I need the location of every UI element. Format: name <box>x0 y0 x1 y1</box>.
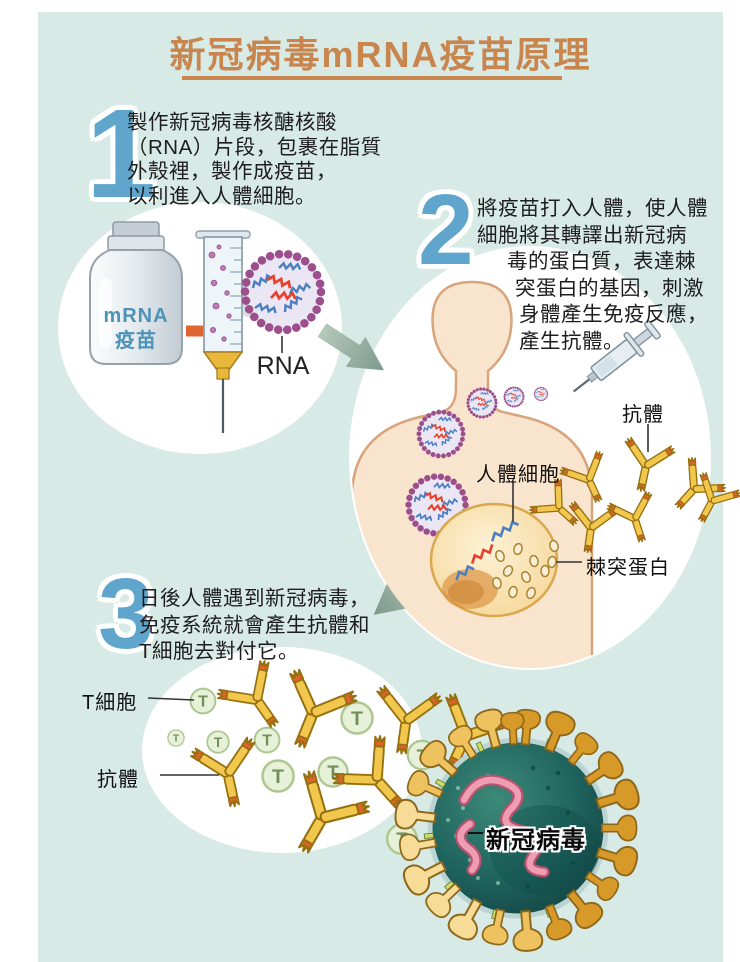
syringe-icon <box>195 230 251 433</box>
leader-lines-step3 <box>147 697 219 776</box>
step3-line: T細胞去對付它。 <box>139 640 300 663</box>
step3-text: 日後人體遇到新冠病毒， 免疫系統就會產生抗體和 T細胞去對付它。 <box>139 586 370 666</box>
step1-line: 以利進入人體細胞。 <box>127 184 316 208</box>
antibody-label-step3: 抗體 <box>97 769 139 791</box>
step1-line: 外殼裡，製作成疫苗， <box>127 160 337 183</box>
step2-line: 產生抗體。 <box>519 329 624 353</box>
spike-protein-particles <box>492 539 559 600</box>
vial-label-mrna: mRNA <box>103 305 169 327</box>
human-cell-label: 人體細胞 <box>476 464 560 486</box>
step3-number: 3 <box>98 558 154 670</box>
t-cell-label: T細胞 <box>82 692 138 714</box>
virus-label: 新冠病毒 <box>486 827 586 854</box>
vaccine-vial <box>89 221 183 365</box>
injection-syringe-icon <box>572 320 661 393</box>
step2-number: 2 <box>418 174 474 286</box>
step1-line: （RNA）片段，包裹在脂質 <box>127 135 382 159</box>
step2-text: 將疫苗打入人體，使人體 細胞將其轉譯出新冠病 毒的蛋白質，表達棘 突蛋白的基因，… <box>477 196 708 355</box>
step2-line: 身體產生免疫反應， <box>519 303 708 326</box>
lipid-nanoparticle <box>419 412 463 456</box>
lipid-nanoparticle <box>245 254 321 330</box>
spike-protein-label: 棘突蛋白 <box>586 557 670 579</box>
antibody-label-step2: 抗體 <box>622 404 664 426</box>
step2-line: 突蛋白的基因，刺激 <box>515 276 704 300</box>
step2-line: 將疫苗打入人體，使人體 <box>477 197 708 220</box>
page-title: 新冠病毒mRNA疫苗原理 <box>169 34 592 75</box>
step1-text: 製作新冠病毒核醣核酸 （RNA）片段，包裹在脂質 外殼裡，製作成疫苗， 以利進入… <box>127 111 382 209</box>
lipid-nanoparticle <box>505 388 524 407</box>
virus-rna-ribbon <box>455 774 550 878</box>
rna-label: RNA <box>256 352 310 380</box>
title-underline <box>182 76 562 80</box>
step1-line: 製作新冠病毒核醣核酸 <box>127 111 337 134</box>
vial-label-vaccine: 疫苗 <box>115 330 157 352</box>
lipid-nanoparticle <box>468 389 496 417</box>
vial-label: mRNA 疫苗 <box>92 304 180 354</box>
step3-line: 日後人體遇到新冠病毒， <box>139 587 370 610</box>
step2-line: 毒的蛋白質，表達棘 <box>507 250 696 273</box>
virus-illustration <box>393 706 643 953</box>
step1-number: 1 <box>86 83 157 224</box>
leader-lines-step2 <box>512 424 649 563</box>
step2-line: 細胞將其轉譯出新冠病 <box>477 223 687 247</box>
cell-illustration <box>429 502 559 618</box>
step3-line: 免疫系統就會產生抗體和 <box>139 613 370 637</box>
